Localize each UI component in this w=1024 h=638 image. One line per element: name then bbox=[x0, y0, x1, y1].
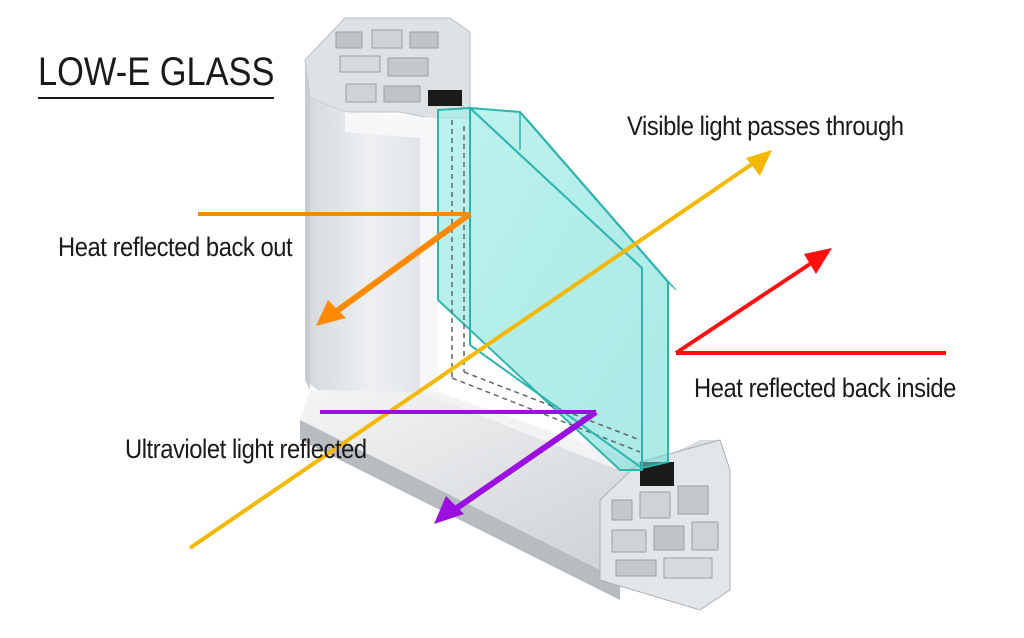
label-ultraviolet: Ultraviolet light reflected bbox=[125, 434, 367, 464]
diagram-title: LOW-E GLASS bbox=[38, 50, 275, 94]
label-heat-out: Heat reflected back out bbox=[58, 232, 293, 262]
label-heat-inside: Heat reflected back inside bbox=[694, 373, 956, 403]
spacer-dashes-horizontal bbox=[451, 377, 641, 453]
title-underline bbox=[38, 97, 274, 99]
visible-light-arrow bbox=[188, 150, 772, 550]
heat-out-arrow bbox=[198, 211, 472, 326]
label-visible-light: Visible light passes through bbox=[627, 111, 904, 141]
heat-inside-arrow bbox=[674, 248, 946, 355]
ultraviolet-arrow bbox=[320, 409, 598, 524]
double-pane-glass bbox=[437, 106, 677, 471]
